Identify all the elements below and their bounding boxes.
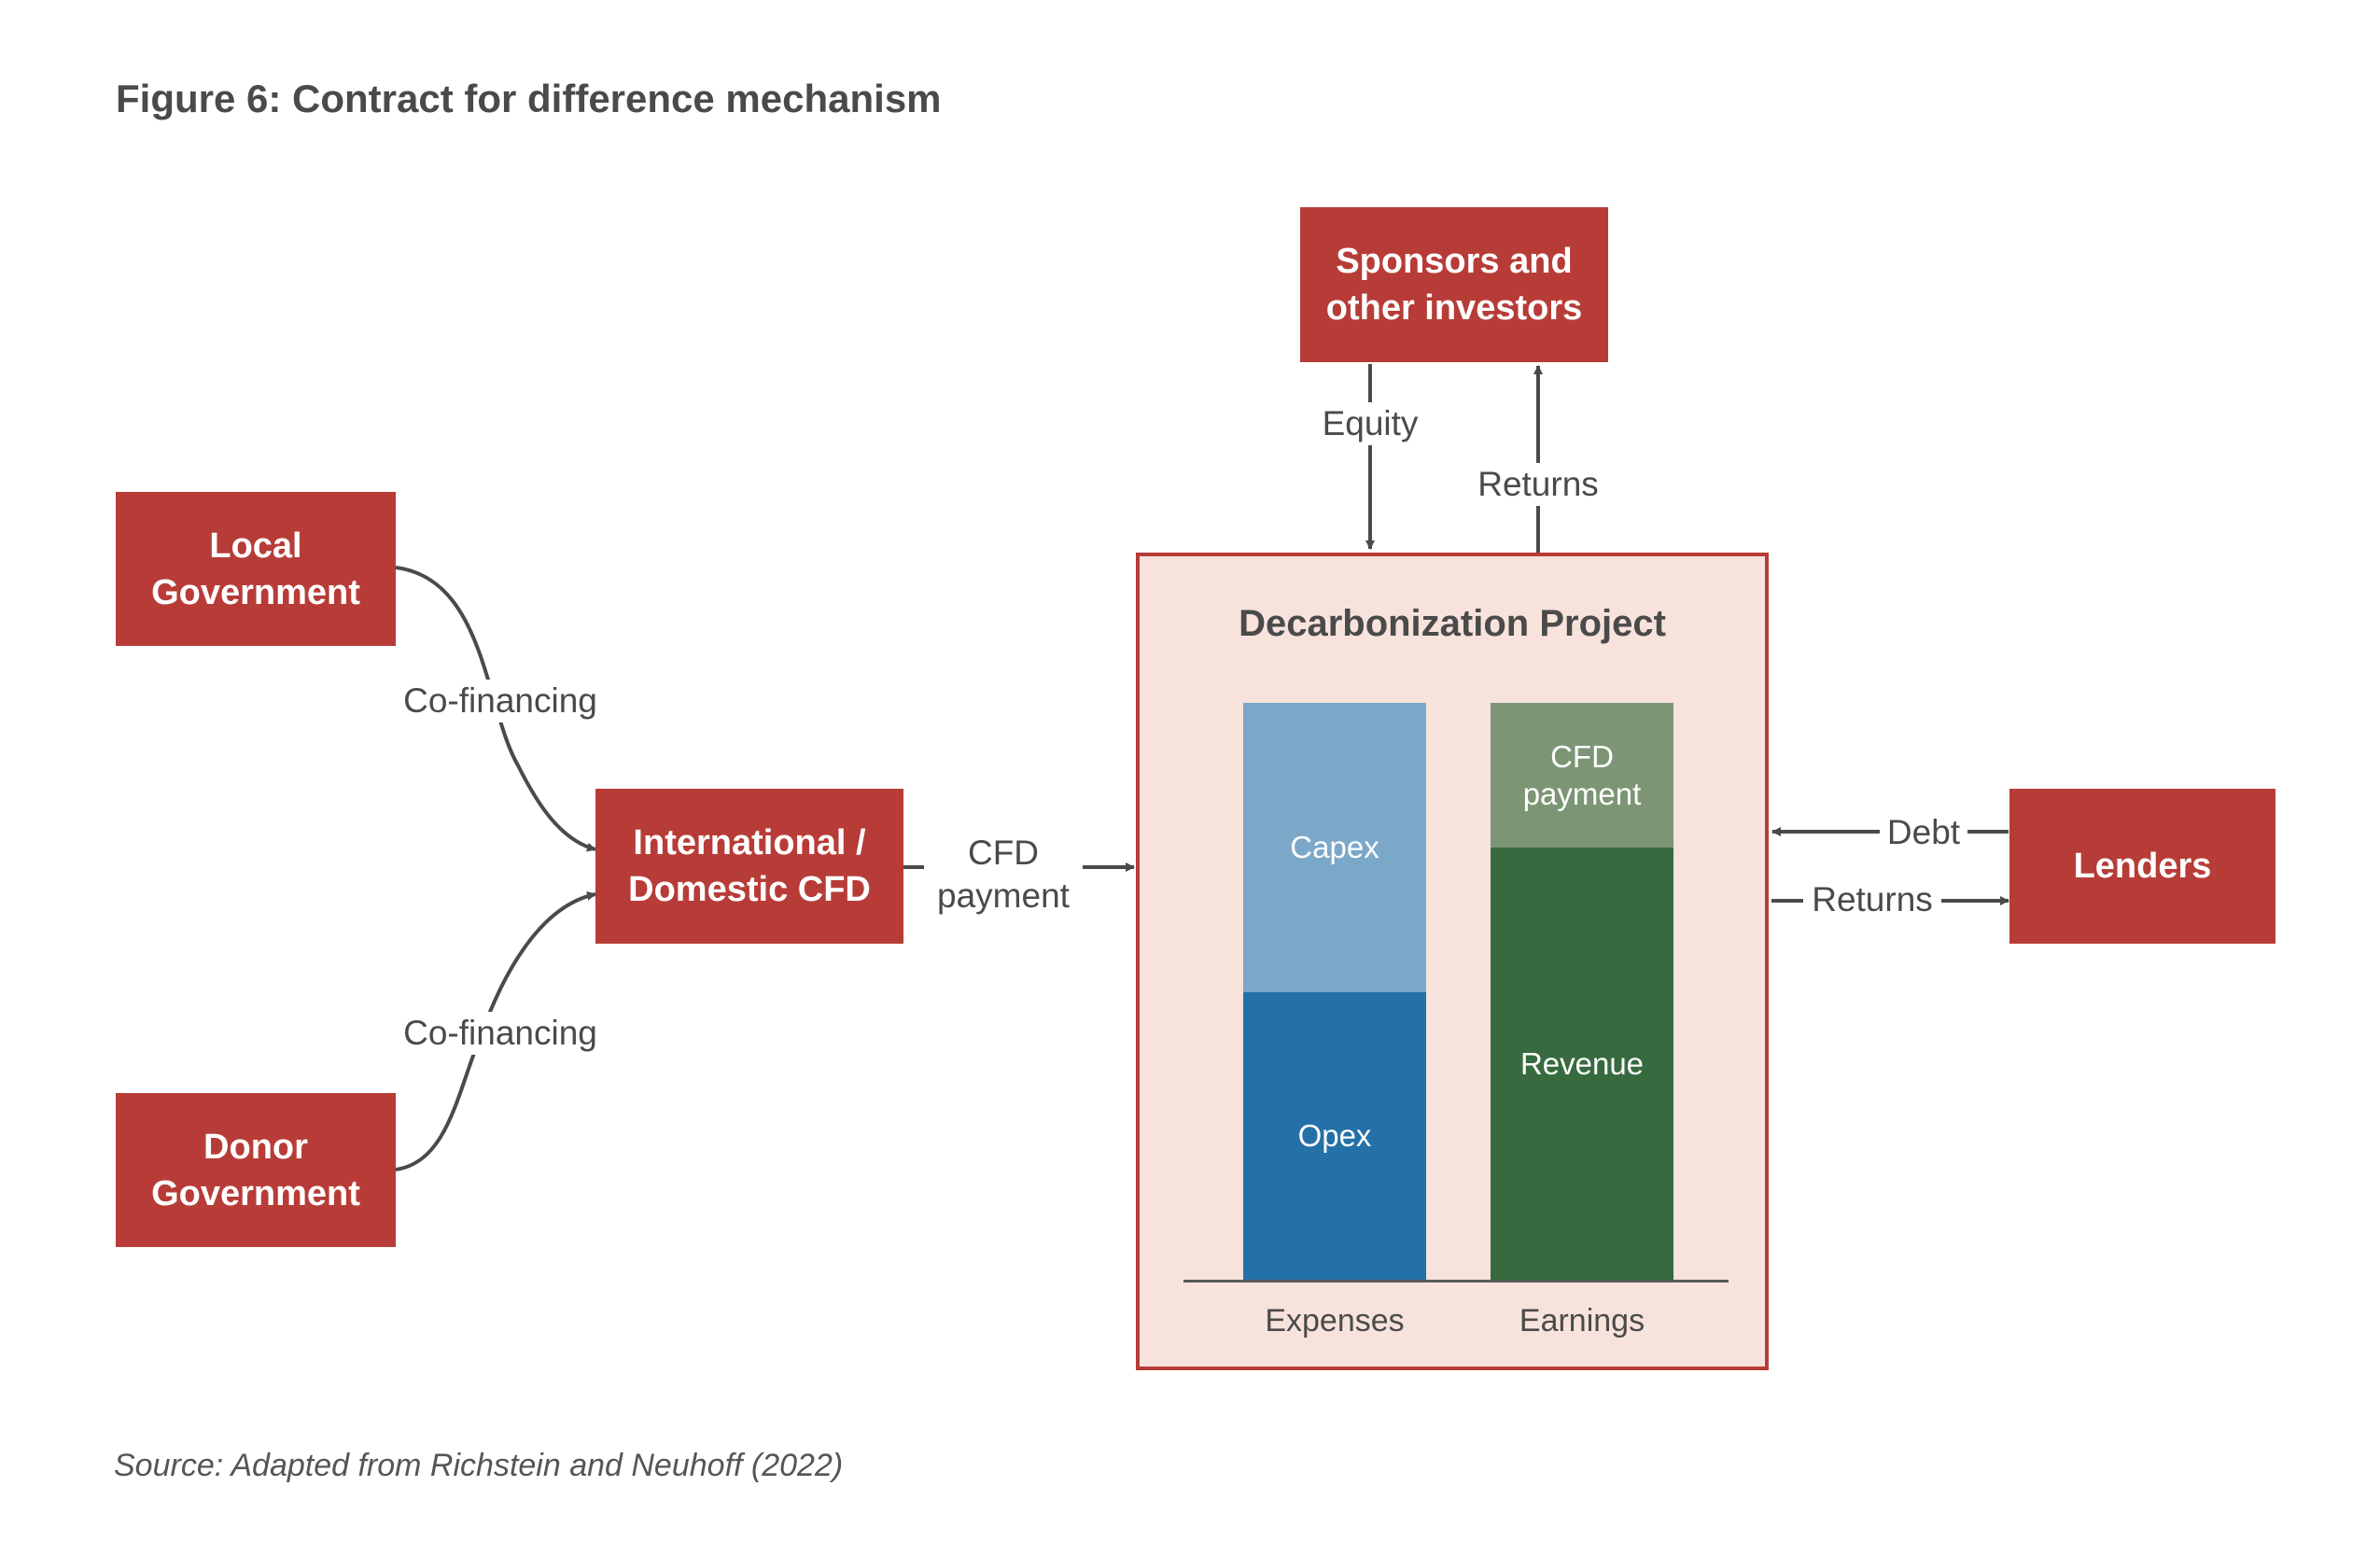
edge-label-returns-sponsors: Returns bbox=[1468, 463, 1608, 506]
bar-segment-revenue: Revenue bbox=[1491, 848, 1673, 1280]
bar-segment-cfd-payment: CFD payment bbox=[1491, 703, 1673, 848]
node-lenders: Lenders bbox=[2009, 789, 2275, 944]
bar-segment-capex: Capex bbox=[1243, 703, 1426, 992]
node-donor-government-label: Donor Government bbox=[151, 1127, 360, 1213]
edge-local-to-cfd bbox=[395, 566, 596, 852]
node-local-government-label: Local Government bbox=[151, 526, 360, 612]
node-sponsors: Sponsors and other investors bbox=[1300, 207, 1608, 362]
node-sponsors-label: Sponsors and other investors bbox=[1325, 242, 1583, 328]
bar-segment-opex: Opex bbox=[1243, 992, 1426, 1280]
node-cfd: International / Domestic CFD bbox=[595, 789, 903, 944]
edge-label-debt: Debt bbox=[1880, 811, 1967, 854]
edge-label-cofinancing-local: Co-financing bbox=[390, 680, 610, 722]
node-local-government: Local Government bbox=[116, 492, 396, 646]
bar-label-earnings: Earnings bbox=[1519, 1303, 1645, 1339]
bars-baseline bbox=[1183, 1280, 1729, 1283]
edge-label-equity: Equity bbox=[1314, 402, 1426, 445]
project-title: Decarbonization Project bbox=[1239, 603, 1666, 644]
edge-label-returns-lenders: Returns bbox=[1803, 878, 1941, 921]
node-cfd-label: International / Domestic CFD bbox=[628, 823, 871, 909]
decarbonization-project: Decarbonization Project Capex Opex CFD p… bbox=[1136, 553, 1769, 1370]
edge-label-cfd-payment: CFD payment bbox=[924, 832, 1083, 918]
node-lenders-label: Lenders bbox=[2073, 847, 2212, 886]
figure-title: Figure 6: Contract for difference mechan… bbox=[116, 77, 942, 120]
edge-label-cofinancing-donor: Co-financing bbox=[390, 1012, 610, 1055]
bar-label-expenses: Expenses bbox=[1265, 1303, 1405, 1339]
source-note: Source: Adapted from Richstein and Neuho… bbox=[114, 1448, 844, 1483]
node-donor-government: Donor Government bbox=[116, 1093, 396, 1247]
